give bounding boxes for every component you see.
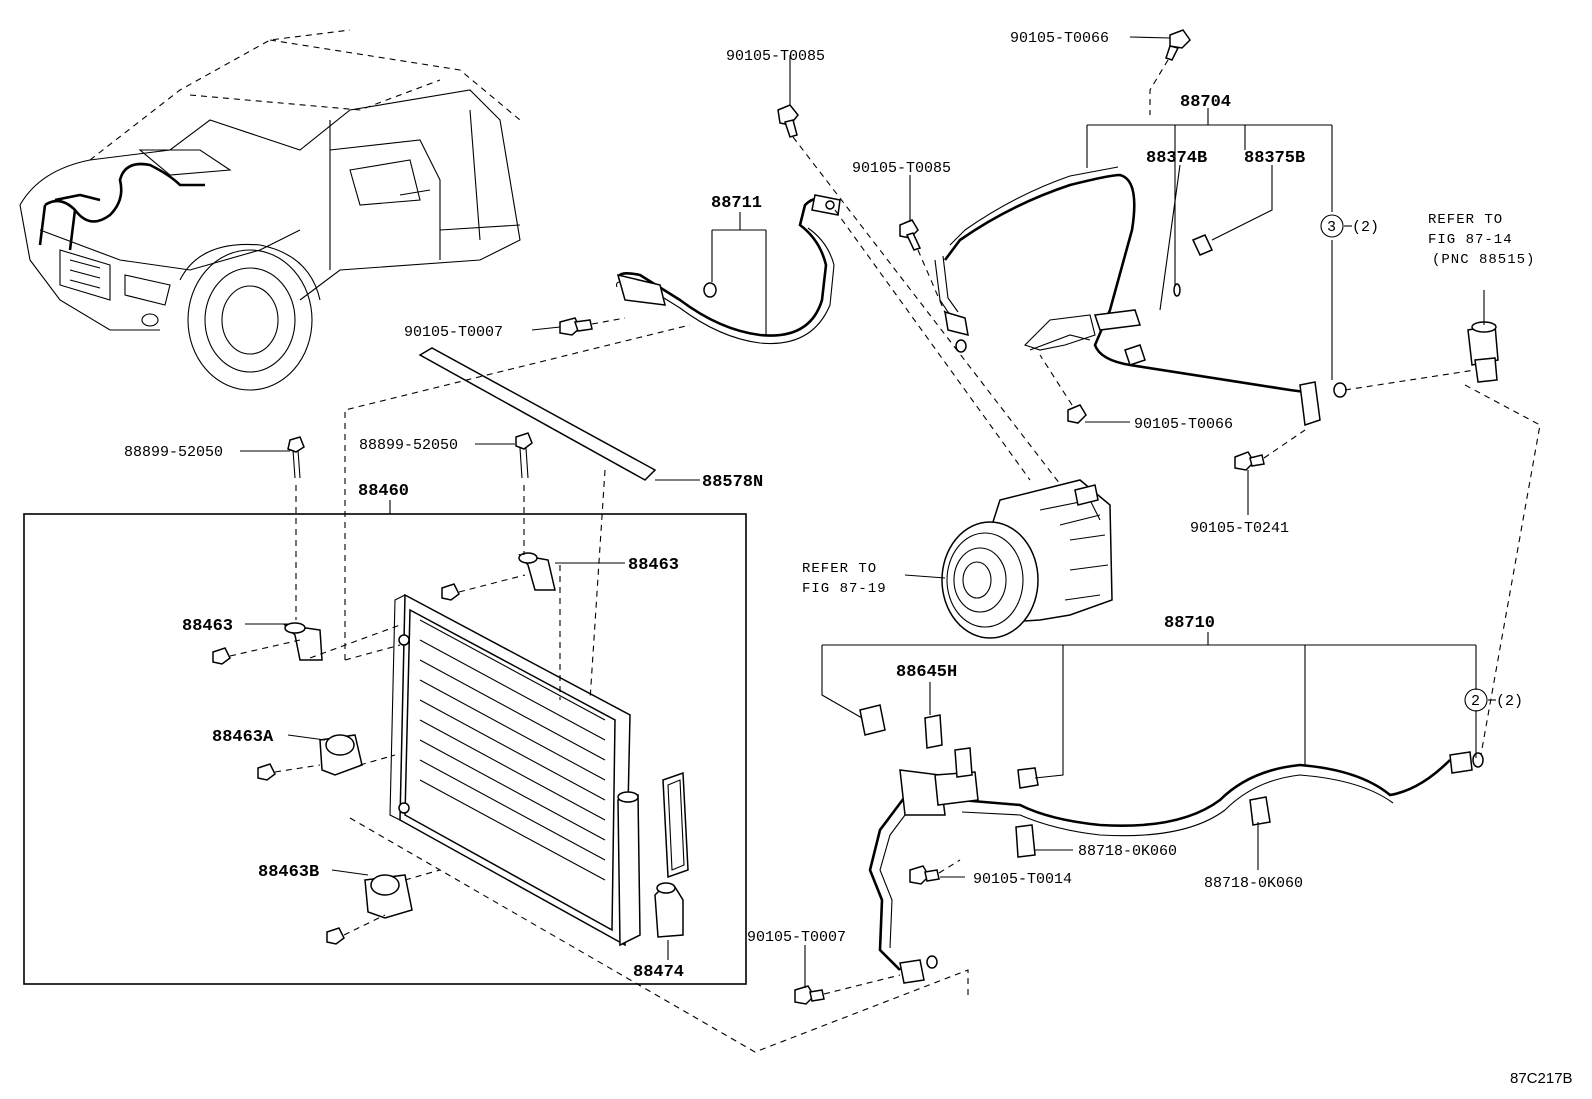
ref-valve-line3: (PNC 88515) bbox=[1432, 252, 1535, 268]
bolt-90105-t0007-bottom bbox=[794, 985, 825, 1005]
bolt-90105-t0241 bbox=[1234, 451, 1265, 471]
label-88463-right: 88463 bbox=[628, 556, 679, 575]
label-88718-0k060-b: 88718-0K060 bbox=[1204, 875, 1303, 892]
pipe-88710 bbox=[859, 704, 1484, 984]
label-88718-0k060-a: 88718-0K060 bbox=[1078, 843, 1177, 860]
label-88463b: 88463B bbox=[258, 863, 319, 882]
bolt-90105-t0066-top bbox=[1165, 29, 1191, 61]
label-90105-t0014: 90105-T0014 bbox=[973, 871, 1072, 888]
ref-compressor-line2: FIG 87-19 bbox=[802, 581, 887, 597]
ref-valve-line1: REFER TO bbox=[1428, 212, 1503, 228]
bracket-88463-right bbox=[518, 552, 556, 591]
label-88460: 88460 bbox=[358, 482, 409, 501]
label-circle-3-qty: (2) bbox=[1352, 219, 1379, 236]
bracket-88463b bbox=[364, 874, 413, 919]
label-circle-2: 2 bbox=[1471, 693, 1480, 710]
label-88374b: 88374B bbox=[1146, 149, 1207, 168]
leader-lines bbox=[240, 36, 1485, 988]
bolt-90105-t0014 bbox=[909, 865, 940, 885]
hose-88704 bbox=[934, 166, 1347, 427]
vehicle-illustration bbox=[19, 29, 521, 391]
label-88645h: 88645H bbox=[896, 663, 957, 682]
callout-circle-2 bbox=[1464, 688, 1488, 712]
expansion-valve bbox=[1467, 321, 1499, 383]
figure-id: 87C217B bbox=[1510, 1070, 1573, 1087]
bolts-condenser bbox=[212, 432, 533, 945]
label-88710: 88710 bbox=[1164, 614, 1215, 633]
bracket-88463a bbox=[319, 734, 363, 776]
label-88578n: 88578N bbox=[702, 473, 763, 492]
bolt-90105-t0007-top bbox=[559, 317, 593, 336]
label-88899-52050-left: 88899-52050 bbox=[124, 444, 223, 461]
label-90105-t0085-top: 90105-T0085 bbox=[726, 48, 825, 65]
label-90105-t0066-top: 90105-T0066 bbox=[1010, 30, 1109, 47]
ref-compressor-line1: REFER TO bbox=[802, 561, 877, 577]
label-88711: 88711 bbox=[711, 194, 762, 213]
condenser bbox=[389, 593, 641, 947]
label-90105-t0085-mid: 90105-T0085 bbox=[852, 160, 951, 177]
label-circle-3: 3 bbox=[1327, 219, 1336, 236]
label-90105-t0007-top: 90105-T0007 bbox=[404, 324, 503, 341]
label-88375b: 88375B bbox=[1244, 149, 1305, 168]
bolt-90105-t0085-top bbox=[777, 104, 799, 138]
label-88474: 88474 bbox=[633, 963, 684, 982]
label-90105-t0241: 90105-T0241 bbox=[1190, 520, 1289, 537]
label-88463a: 88463A bbox=[212, 728, 274, 747]
callout-circle-3 bbox=[1320, 214, 1344, 238]
hose-88711 bbox=[615, 194, 841, 345]
label-90105-t0007-bottom: 90105-T0007 bbox=[747, 929, 846, 946]
compressor bbox=[941, 479, 1113, 639]
bracket-88463-left bbox=[282, 622, 323, 661]
ref-valve-line2: FIG 87-14 bbox=[1428, 232, 1513, 248]
label-88463-left: 88463 bbox=[182, 617, 233, 636]
seal-88578n bbox=[418, 347, 657, 481]
label-88704: 88704 bbox=[1180, 93, 1231, 112]
label-88899-52050-mid: 88899-52050 bbox=[359, 437, 458, 454]
label-circle-2-qty: (2) bbox=[1496, 693, 1523, 710]
condenser-group-box bbox=[23, 513, 747, 985]
filter-88474 bbox=[654, 771, 689, 938]
bolt-90105-t0066-mid bbox=[1067, 404, 1087, 424]
label-90105-t0066-mid: 90105-T0066 bbox=[1134, 416, 1233, 433]
bolt-90105-t0085-mid bbox=[899, 219, 922, 251]
